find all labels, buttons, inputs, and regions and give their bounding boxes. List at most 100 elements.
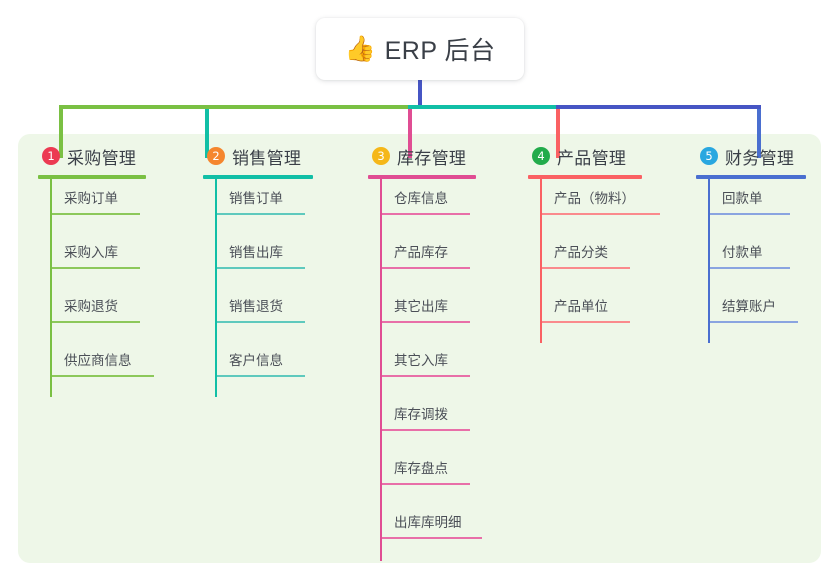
leaf-underline [217,213,305,215]
leaf-label: 回款单 [722,191,763,206]
leaf-underline [382,537,482,539]
leaf-underline [542,213,660,215]
leaf-label: 其它出库 [394,299,448,314]
leaf-node[interactable]: 产品（物料） [542,179,688,233]
leaf-node[interactable]: 销售退货 [217,287,358,341]
leaf-label: 采购入库 [64,245,118,260]
leaf-underline [710,213,790,215]
branch-badge-4: 4 [532,147,550,165]
branch-items-2: 销售订单销售出库销售退货客户信息 [203,179,358,397]
branch-title-4: 产品管理 [557,148,627,168]
leaf-label: 采购订单 [64,191,118,206]
branch-badge-5: 5 [700,147,718,165]
branch-header-4[interactable]: 4 产品管理 [532,143,688,169]
leaf-underline [382,483,470,485]
branch-spine-5 [708,179,710,343]
leaf-label: 产品分类 [554,245,608,260]
leaf-node[interactable]: 销售订单 [217,179,358,233]
leaf-underline [710,321,798,323]
leaf-label: 供应商信息 [64,353,132,368]
leaf-label: 库存盘点 [394,461,448,476]
leaf-node[interactable]: 其它入库 [382,341,528,395]
branch-underline-3 [368,175,476,179]
branch-header-5[interactable]: 5 财务管理 [700,143,839,169]
leaf-label: 客户信息 [229,353,283,368]
leaf-underline [52,321,140,323]
leaf-node[interactable]: 采购退货 [52,287,198,341]
branch-items-4: 产品（物料） 产品分类产品单位 [528,179,688,343]
content-panel [18,134,821,563]
leaf-node[interactable]: 结算账户 [710,287,839,341]
connector-bus-teal [408,105,556,109]
leaf-node[interactable]: 采购订单 [52,179,198,233]
thumbs-up-icon: 👍 [344,34,376,63]
branch-badge-1: 1 [42,147,60,165]
leaf-underline [217,321,305,323]
leaf-node[interactable]: 库存盘点 [382,449,528,503]
branch-spine-4 [540,179,542,343]
connector-bus-blue [556,105,761,109]
page-title: ERP 后台 [384,37,496,65]
branch-underline-4 [528,175,642,179]
leaf-underline [382,213,470,215]
connector-bus-green [59,105,408,109]
leaf-underline [382,429,470,431]
branch-column-1: 1 采购管理采购订单采购入库采购退货供应商信息 [38,143,198,397]
leaf-label: 销售订单 [229,191,283,206]
branch-title-5: 财务管理 [725,148,795,168]
leaf-node[interactable]: 产品库存 [382,233,528,287]
leaf-label: 产品（物料） [554,191,635,206]
connector-stem-4 [556,105,560,158]
branch-header-1[interactable]: 1 采购管理 [42,143,198,169]
branch-spine-2 [215,179,217,397]
leaf-label: 销售出库 [229,245,283,260]
root-node[interactable]: 👍 ERP 后台 [316,18,524,80]
branch-title-3: 库存管理 [397,148,467,168]
branch-underline-5 [696,175,806,179]
leaf-underline [217,267,305,269]
leaf-node[interactable]: 库存调拨 [382,395,528,449]
connector-stem-3 [408,105,412,158]
branch-underline-1 [38,175,146,179]
branch-header-3[interactable]: 3 库存管理 [372,143,528,169]
branch-column-5: 5 财务管理回款单付款单结算账户 [696,143,839,343]
leaf-node[interactable]: 出库库明细 [382,503,528,557]
leaf-underline [52,213,140,215]
connector-stem-1 [59,105,63,158]
leaf-underline [542,321,630,323]
leaf-underline [382,375,470,377]
leaf-node[interactable]: 回款单 [710,179,839,233]
branch-items-1: 采购订单采购入库采购退货供应商信息 [38,179,198,397]
leaf-label: 采购退货 [64,299,118,314]
leaf-node[interactable]: 供应商信息 [52,341,198,395]
leaf-node[interactable]: 产品单位 [542,287,688,341]
leaf-label: 库存调拨 [394,407,448,422]
leaf-label: 产品库存 [394,245,448,260]
leaf-underline [217,375,305,377]
branch-badge-3: 3 [372,147,390,165]
leaf-node[interactable]: 客户信息 [217,341,358,395]
leaf-node[interactable]: 产品分类 [542,233,688,287]
leaf-node[interactable]: 付款单 [710,233,839,287]
leaf-underline [382,321,470,323]
leaf-label: 仓库信息 [394,191,448,206]
leaf-node[interactable]: 仓库信息 [382,179,528,233]
leaf-node[interactable]: 其它出库 [382,287,528,341]
leaf-underline [710,267,790,269]
leaf-node[interactable]: 销售出库 [217,233,358,287]
leaf-label: 出库库明细 [394,515,462,530]
branch-title-2: 销售管理 [232,148,302,168]
root-connector-vertical [418,80,422,107]
leaf-label: 销售退货 [229,299,283,314]
branch-spine-3 [380,179,382,561]
leaf-node[interactable]: 采购入库 [52,233,198,287]
connector-stem-5 [757,105,761,158]
leaf-underline [52,267,140,269]
leaf-label: 其它入库 [394,353,448,368]
branch-title-1: 采购管理 [67,148,137,168]
branch-column-4: 4 产品管理产品（物料） 产品分类产品单位 [528,143,688,343]
branch-underline-2 [203,175,313,179]
